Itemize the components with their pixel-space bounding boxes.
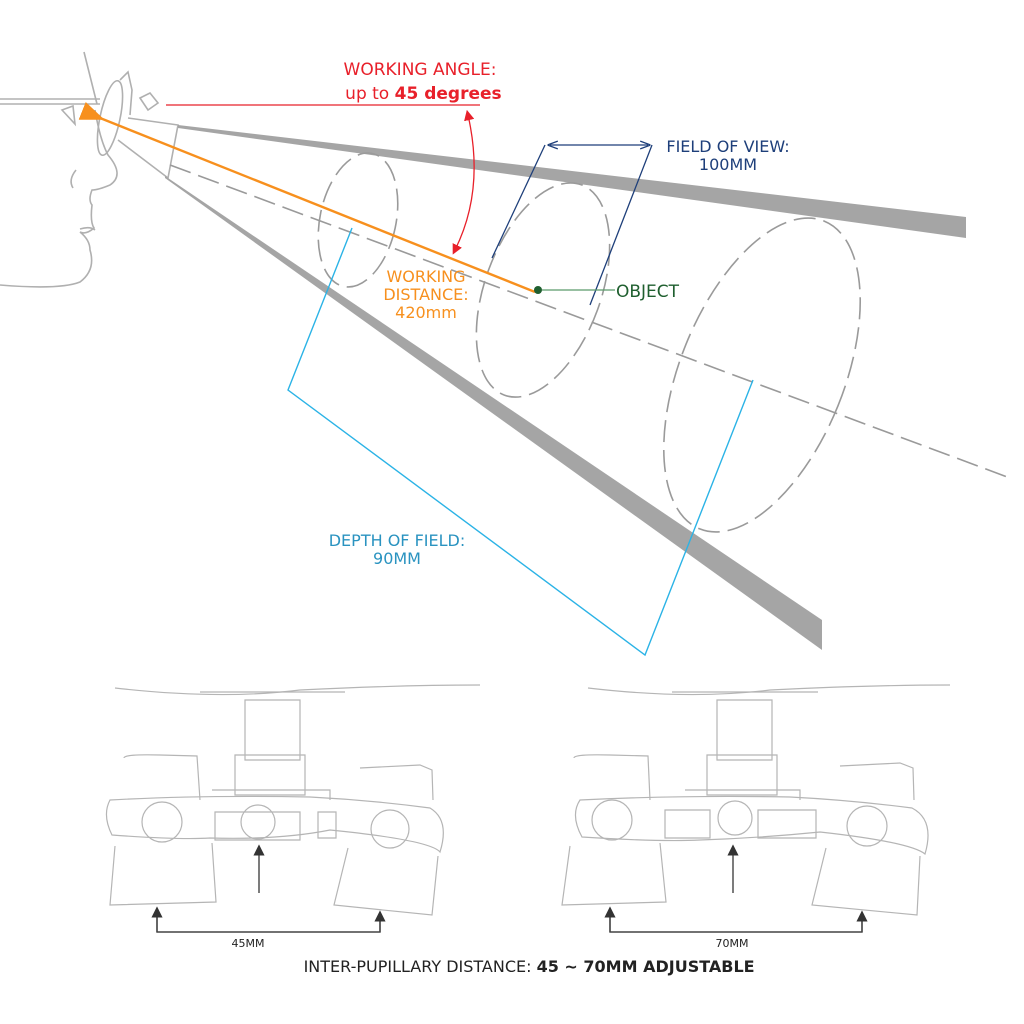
ipd-70-label: 70MM [716,937,749,950]
cone-lower-edge [165,176,822,650]
head-profile-sketch [0,51,179,288]
ipd-70-dimension [604,844,868,933]
depth-of-field-label: DEPTH OF FIELD: [329,531,466,550]
field-of-view-value: 100MM [699,155,757,174]
working-distance-value: 420mm [395,303,457,322]
working-angle-label: WORKING ANGLE: [344,60,497,80]
object-label: OBJECT [616,282,680,302]
near-plane-ellipse [317,152,399,288]
depth-of-field-bracket [287,227,754,657]
working-distance-label-2: DISTANCE: [383,285,468,304]
far-plane-ellipse [662,217,862,533]
ipd-caption: INTER-PUPILLARY DISTANCE: 45 ~ 70MM ADJU… [278,957,770,976]
working-distance-label-1: WORKING [386,267,465,286]
working-angle-arc [452,109,475,255]
ipd-45-label: 45MM [232,937,265,950]
field-of-view-bracket [491,145,653,306]
focal-plane-ellipse [475,182,611,398]
field-of-view-label: FIELD OF VIEW: [666,137,789,156]
loupe-45mm-illustration [105,684,481,916]
loupe-70mm-illustration [561,684,951,916]
object-point [534,286,542,294]
working-distance-arrow [78,101,536,294]
depth-of-field-value: 90MM [373,549,421,568]
view-cone [165,125,966,650]
focus-planes [317,152,862,533]
working-angle-value: up to 45 degrees [318,84,518,104]
cone-upper-edge [178,125,966,238]
ipd-45-dimension [151,844,386,933]
